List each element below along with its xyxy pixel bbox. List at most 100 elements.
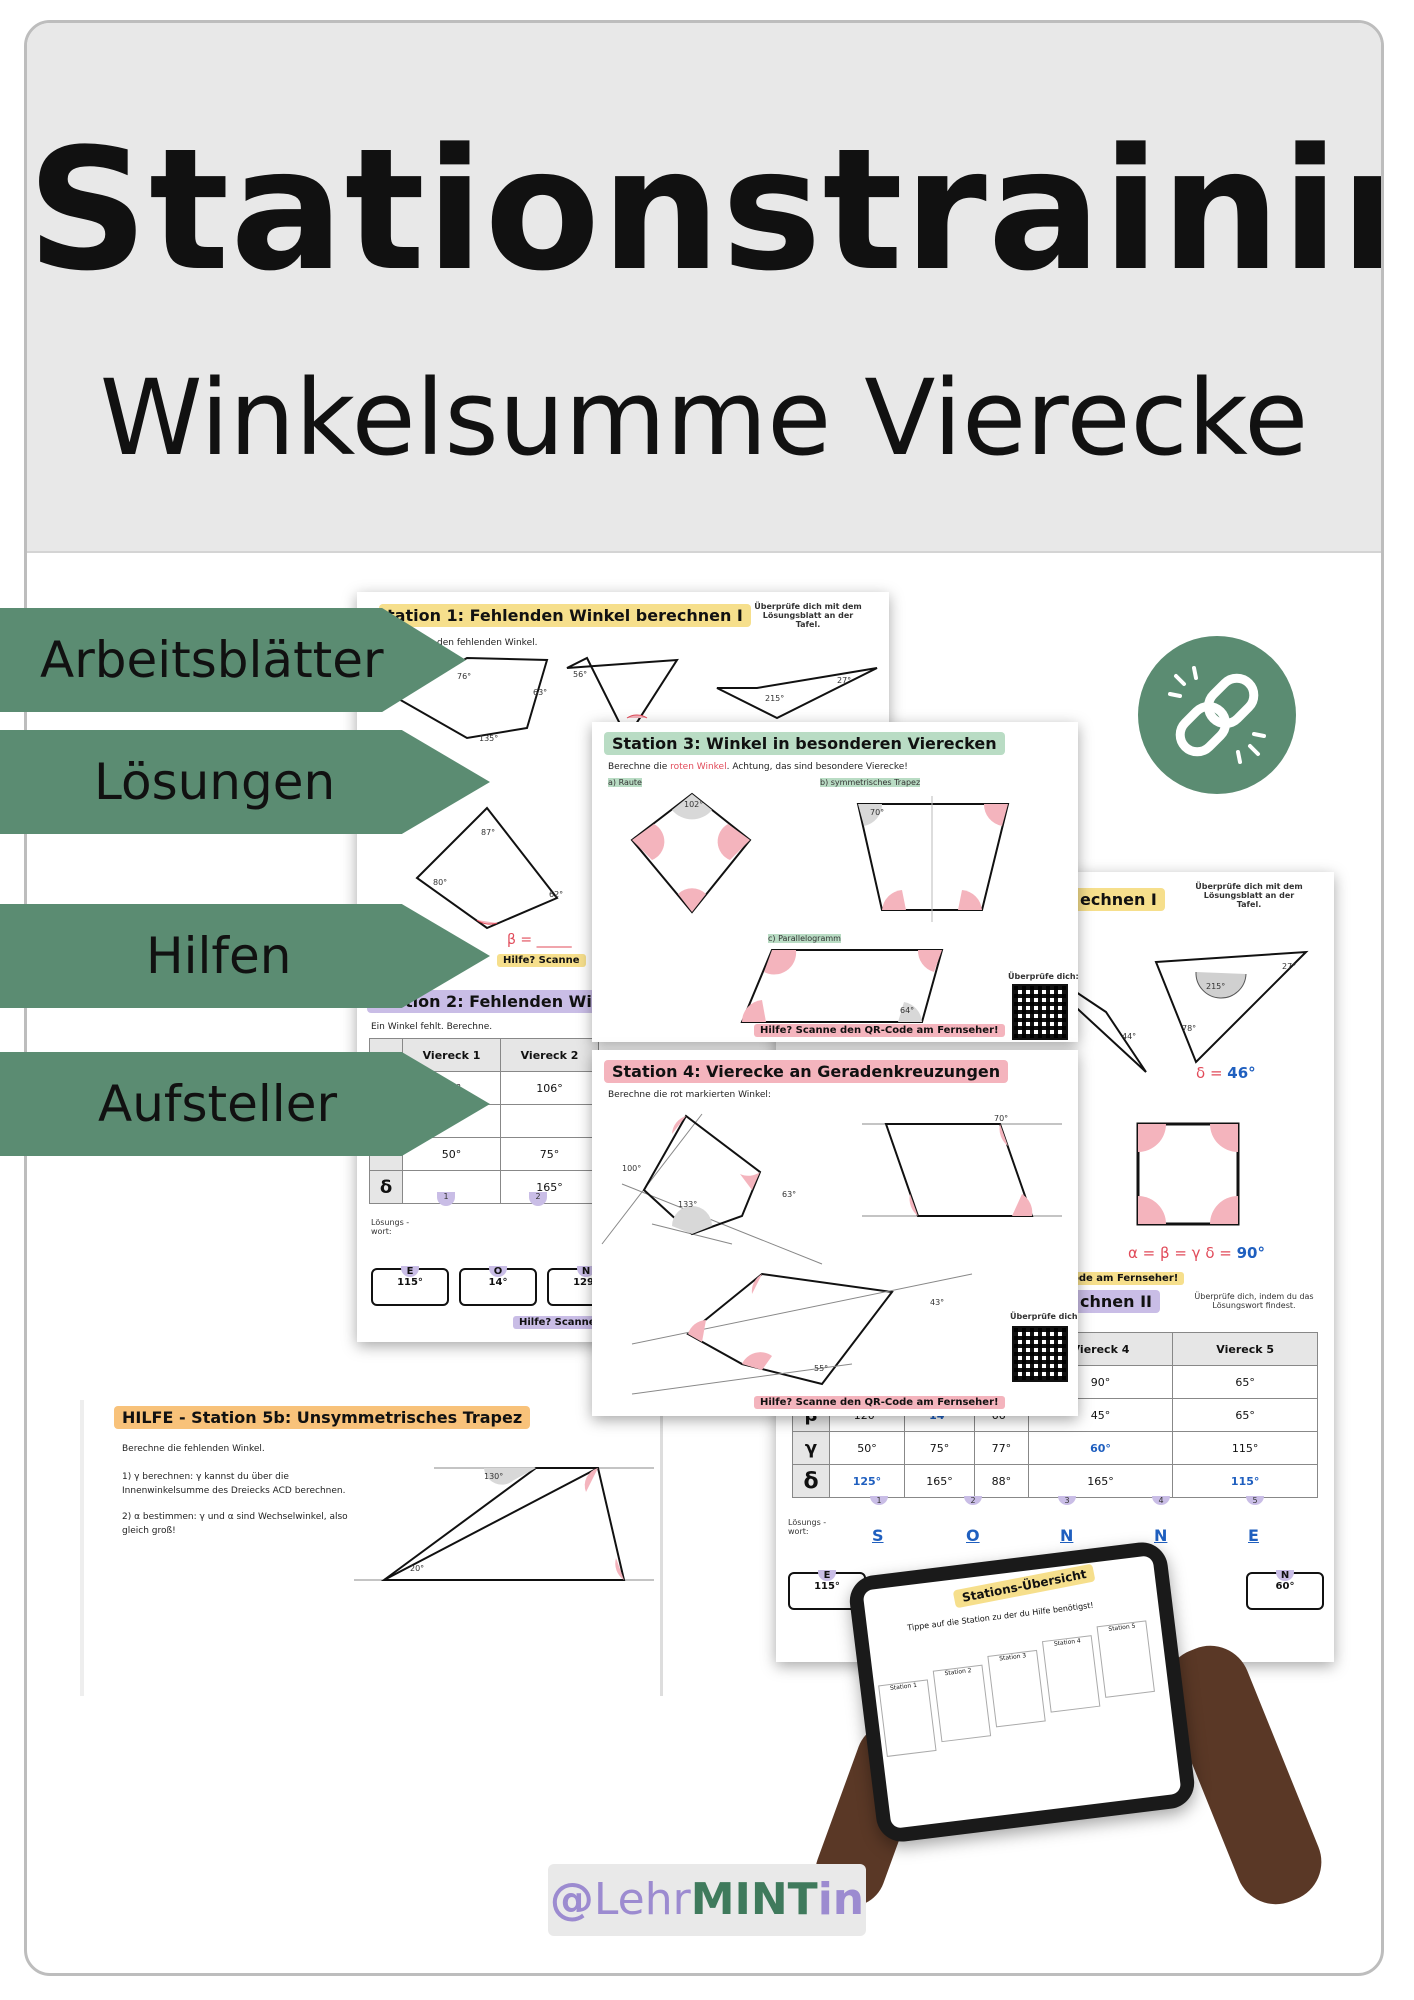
answer-box: O 14° bbox=[459, 1266, 537, 1306]
square-equation: α = β = γ δ = 90° bbox=[1128, 1244, 1265, 1262]
angle-label: 63° bbox=[782, 1190, 797, 1199]
help-step: 2) α bestimmen: γ und α sind Wechselwink… bbox=[122, 1512, 348, 1522]
angle-label: 215° bbox=[765, 694, 785, 703]
answer-value: 129° bbox=[573, 1277, 599, 1288]
station-2-instruction: Ein Winkel fehlt. Berechne. bbox=[371, 1022, 493, 1032]
help-step: Innenwinkelsumme des Dreiecks ACD berech… bbox=[122, 1486, 346, 1496]
number-badge: 2 bbox=[964, 1496, 982, 1505]
square-figure bbox=[1136, 1122, 1240, 1226]
angle-label: 135° bbox=[479, 734, 499, 743]
angle-label: 80° bbox=[433, 878, 448, 887]
label-text: Arbeitsblätter bbox=[40, 631, 384, 689]
angle-label: 63° bbox=[533, 688, 548, 697]
label-arrow-arbeitsblaetter: Arbeitsblätter bbox=[0, 608, 466, 712]
number-badge: 1 bbox=[870, 1496, 888, 1505]
station-1-heading: tation 1: Fehlenden Winkel berechnen I bbox=[379, 604, 751, 627]
logo-in: in bbox=[817, 1874, 865, 1925]
hilfe-note: Hilfe? Scanne d bbox=[513, 1316, 613, 1329]
angle-label: 76° bbox=[457, 672, 472, 681]
station-tile[interactable]: Station 5 bbox=[1096, 1620, 1155, 1698]
angle-label: 130° bbox=[484, 1472, 504, 1481]
angle-label: 56° bbox=[573, 670, 588, 679]
label-text: Aufsteller bbox=[98, 1075, 338, 1133]
letter-badge: O bbox=[489, 1266, 507, 1277]
help-step: gleich groß! bbox=[122, 1526, 176, 1536]
station-tile-label: Station 2 bbox=[944, 1667, 972, 1678]
check-note: Überprüfe dich mit dem Lösungsblatt an d… bbox=[754, 602, 862, 629]
worksheet-station-4: Station 4: Vierecke an Geradenkreuzungen… bbox=[592, 1050, 1078, 1416]
main-title: Stationstraining bbox=[27, 112, 1381, 308]
station-5-heading: echnen I bbox=[1072, 888, 1165, 911]
check-note: Überprüfe dich: bbox=[1010, 1312, 1078, 1321]
angle-label: 70° bbox=[870, 808, 885, 817]
solution-letter: O bbox=[966, 1526, 980, 1545]
trapezoid-figure bbox=[354, 1467, 654, 1581]
sub-b: b) symmetrisches Trapez bbox=[820, 778, 921, 787]
worksheet-station-3: Station 3: Winkel in besonderen Vierecke… bbox=[592, 722, 1078, 1042]
qr-code bbox=[1012, 1326, 1068, 1382]
angle-label: 100° bbox=[622, 1164, 642, 1173]
subtitle: Winkelsumme Vierecke bbox=[99, 357, 1309, 479]
station-tile[interactable]: Station 1 bbox=[878, 1679, 937, 1757]
station-4-heading: Station 4: Vierecke an Geradenkreuzungen bbox=[604, 1060, 1009, 1083]
tablet-screen[interactable]: Stations-Übersicht Tippe auf die Station… bbox=[862, 1555, 1182, 1829]
number-badge: 3 bbox=[1058, 1496, 1076, 1505]
station-3-instruction: Berechne die roten Winkel. Achtung, das … bbox=[608, 762, 908, 772]
loesungswort-label: Lösungs -wort: bbox=[371, 1218, 410, 1236]
letter-badge: E bbox=[401, 1266, 419, 1277]
help-heading: HILFE - Station 5b: Unsymmetrisches Trap… bbox=[114, 1406, 531, 1429]
link-badge[interactable] bbox=[1138, 636, 1296, 794]
delta-answer: δ = 46° bbox=[1196, 1064, 1256, 1082]
help-instruction: Berechne die fehlenden Winkel. bbox=[122, 1444, 265, 1454]
angle-label: 27° bbox=[837, 676, 852, 685]
tablet-device[interactable]: Stations-Übersicht Tippe auf die Station… bbox=[846, 1539, 1198, 1845]
station-heading: chnen II bbox=[1072, 1290, 1160, 1313]
angle-label: 27° bbox=[1282, 962, 1297, 971]
hilfe-note: Hilfe? Scanne den QR-Code am Fernseher! bbox=[754, 1396, 1005, 1409]
number-badge: 1 bbox=[437, 1192, 455, 1206]
brand-logo: @LehrMINTin bbox=[548, 1864, 866, 1936]
angle-label: 62° bbox=[549, 890, 564, 899]
label-arrow-hilfen: Hilfen bbox=[0, 904, 490, 1008]
answer-box: E 115° bbox=[371, 1266, 449, 1306]
station-tile-label: Station 3 bbox=[998, 1652, 1027, 1663]
angle-label: 70° bbox=[994, 1114, 1009, 1123]
angle-label: 102° bbox=[684, 800, 704, 809]
check-note: Überprüfe dich: bbox=[1008, 972, 1078, 981]
station-2-heading: Station 2: Fehlenden Wink bbox=[367, 990, 622, 1013]
station-tile[interactable]: Station 4 bbox=[1041, 1635, 1101, 1713]
answer-value: 60° bbox=[1275, 1581, 1295, 1592]
link-icon bbox=[1168, 666, 1266, 764]
beta-answer: β = _____ bbox=[507, 932, 572, 948]
letter-badge: N bbox=[1276, 1570, 1294, 1581]
logo-lehr: Lehr bbox=[593, 1874, 691, 1925]
answer-value: 115° bbox=[397, 1277, 423, 1288]
hilfe-note: Hilfe? Scanne bbox=[497, 954, 586, 967]
station-4-instruction: Berechne die rot markierten Winkel: bbox=[608, 1090, 771, 1100]
header-banner: Stationstraining Winkelsumme Vierecke bbox=[27, 23, 1381, 553]
solution-letter: N bbox=[1154, 1526, 1168, 1545]
angle-label: 133° bbox=[678, 1200, 698, 1209]
station-tile-label: Station 1 bbox=[889, 1681, 918, 1693]
station-3-heading: Station 3: Winkel in besonderen Vierecke… bbox=[604, 732, 1005, 755]
check-note: Überprüfe dich mit dem Lösungsblatt an d… bbox=[1195, 882, 1303, 909]
sub-c: c) Parallelogramm bbox=[768, 934, 841, 943]
angle-label: 87° bbox=[481, 828, 496, 837]
loesungswort-label: Lösungs -wort: bbox=[788, 1518, 827, 1536]
hilfe-note: Hilfe? Scanne den QR-Code am Fernseher! bbox=[754, 1024, 1005, 1037]
station-tile[interactable]: Station 2 bbox=[932, 1664, 992, 1743]
angle-label: 55° bbox=[814, 1364, 829, 1373]
angle-label: 20° bbox=[410, 1564, 425, 1573]
label-text: Lösungen bbox=[94, 753, 336, 811]
station-tile[interactable]: Station 3 bbox=[987, 1649, 1046, 1728]
answer-value: 14° bbox=[488, 1277, 508, 1288]
help-sheet-station-5b: HILFE - Station 5b: Unsymmetrisches Trap… bbox=[80, 1400, 663, 1696]
qr-code bbox=[1012, 984, 1068, 1040]
solution-letter: N bbox=[1060, 1526, 1074, 1545]
number-badge: 2 bbox=[529, 1192, 547, 1206]
station-tile-label: Station 5 bbox=[1108, 1622, 1136, 1633]
hilfe-note: ode am Fernseher! bbox=[1066, 1272, 1185, 1285]
check-note: Überprüfe dich, indem du das Lösungswort… bbox=[1194, 1292, 1314, 1310]
logo-mint: MINT bbox=[690, 1874, 818, 1925]
answer-value: 115° bbox=[814, 1581, 840, 1592]
